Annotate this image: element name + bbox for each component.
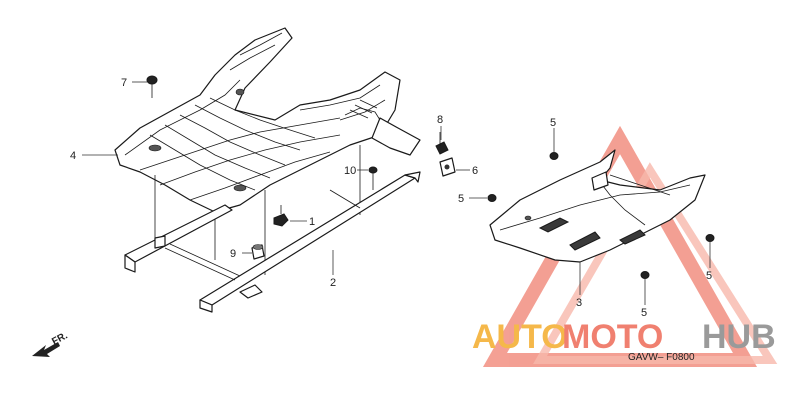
callout-1: 1 <box>309 216 315 228</box>
bolt-7 <box>146 75 158 98</box>
leader-lines <box>82 81 711 305</box>
watermark-part1: AUTO <box>472 318 568 356</box>
callout-5-c: 5 <box>706 270 712 282</box>
watermark-part3: HUB <box>702 318 776 356</box>
floor-step-cover <box>114 27 421 275</box>
bolt-8 <box>435 132 449 155</box>
floor-frame <box>124 171 421 313</box>
screw-5-c <box>705 234 715 242</box>
clip-6 <box>439 157 456 177</box>
screw-5-a <box>549 152 559 160</box>
callout-9: 9 <box>230 248 236 260</box>
callout-7: 7 <box>121 77 127 89</box>
arrow-down-left-icon <box>32 342 60 357</box>
diagram-code: GAVW– F0800 <box>628 352 695 363</box>
watermark-part2: MOTO <box>562 318 663 356</box>
callout-10: 10 <box>344 165 356 177</box>
callout-6: 6 <box>472 165 478 177</box>
screw-5-b <box>487 194 497 202</box>
callout-5-a: 5 <box>550 117 556 129</box>
collar-9 <box>251 244 265 260</box>
callout-5-d: 5 <box>641 307 647 319</box>
front-direction-indicator: FR. <box>32 330 70 357</box>
callout-8: 8 <box>437 114 443 126</box>
callout-2: 2 <box>330 277 336 289</box>
under-cover <box>489 149 706 263</box>
callout-5-b: 5 <box>458 193 464 205</box>
callout-4: 4 <box>70 150 76 162</box>
screw-5-d <box>640 271 650 279</box>
nut-1 <box>273 205 289 227</box>
bolt-10 <box>368 166 378 190</box>
callout-3: 3 <box>576 297 582 309</box>
watermark-text: AUTO MOTO HUB <box>472 318 776 356</box>
direction-label: FR. <box>50 330 70 347</box>
